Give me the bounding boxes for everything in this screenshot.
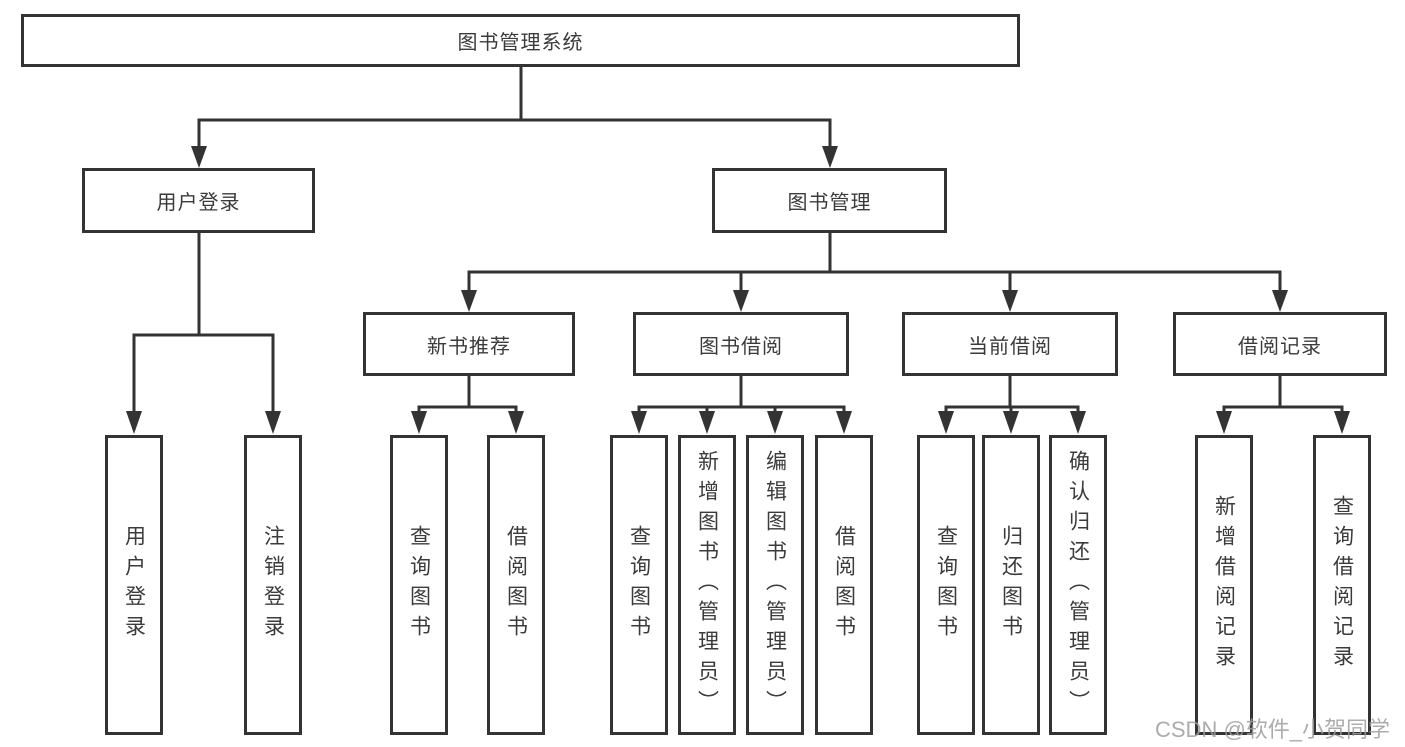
leaf-edit-books-admin: 编辑图书（管理员） (746, 435, 804, 735)
leaf-borrow-books: 借阅图书 (815, 435, 873, 735)
leaf-query-books-current: 查询图书 (917, 435, 975, 735)
arrowheads (126, 146, 1350, 434)
leaf-query-books-borrow-label: 查询图书 (627, 525, 651, 645)
node-user-login-label: 用户登录 (156, 192, 241, 214)
node-library-system-label: 图书管理系统 (457, 32, 584, 54)
leaf-borrow-books-recommend-label: 借阅图书 (504, 525, 528, 645)
leaf-borrow-books-recommend: 借阅图书 (487, 435, 545, 735)
csdn-watermark: CSDN @软件_小贺同学 (1155, 717, 1391, 742)
leaf-user-login-label: 用户登录 (122, 525, 146, 645)
node-library-system: 图书管理系统 (21, 14, 1020, 67)
node-new-book-recommend: 新书推荐 (363, 312, 575, 376)
node-borrow-records-label: 借阅记录 (1238, 335, 1322, 358)
node-book-management-label: 图书管理 (787, 192, 872, 214)
node-current-borrow: 当前借阅 (902, 312, 1118, 376)
leaf-query-books-recommend-label: 查询图书 (407, 525, 431, 645)
leaf-query-books-current-label: 查询图书 (934, 525, 958, 645)
leaf-query-books-borrow: 查询图书 (610, 435, 668, 735)
leaf-return-books: 归还图书 (982, 435, 1040, 735)
leaf-add-books-admin: 新增图书（管理员） (678, 435, 736, 735)
leaf-edit-books-admin-label: 编辑图书（管理员） (763, 450, 787, 720)
leaf-user-login: 用户登录 (105, 435, 163, 735)
node-borrow-records: 借阅记录 (1173, 312, 1387, 376)
leaf-add-borrow-record-label: 新增借阅记录 (1212, 495, 1236, 675)
node-book-borrow: 图书借阅 (633, 312, 849, 376)
leaf-query-borrow-record-label: 查询借阅记录 (1330, 495, 1354, 675)
leaf-logout-label: 注销登录 (261, 525, 285, 645)
leaf-query-borrow-record: 查询借阅记录 (1313, 435, 1371, 735)
leaf-return-books-label: 归还图书 (999, 525, 1023, 645)
leaf-query-books-recommend: 查询图书 (390, 435, 448, 735)
node-user-login: 用户登录 (82, 168, 315, 233)
leaf-add-books-admin-label: 新增图书（管理员） (695, 450, 719, 720)
node-current-borrow-label: 当前借阅 (968, 335, 1052, 358)
leaf-confirm-return-admin: 确认归还（管理员） (1049, 435, 1107, 735)
leaf-logout: 注销登录 (244, 435, 302, 735)
leaf-borrow-books-label: 借阅图书 (832, 525, 856, 645)
leaf-confirm-return-admin-label: 确认归还（管理员） (1066, 450, 1090, 720)
node-book-borrow-label: 图书借阅 (699, 335, 783, 358)
leaf-add-borrow-record: 新增借阅记录 (1195, 435, 1253, 735)
node-new-book-recommend-label: 新书推荐 (427, 335, 511, 358)
node-book-management: 图书管理 (712, 168, 947, 233)
